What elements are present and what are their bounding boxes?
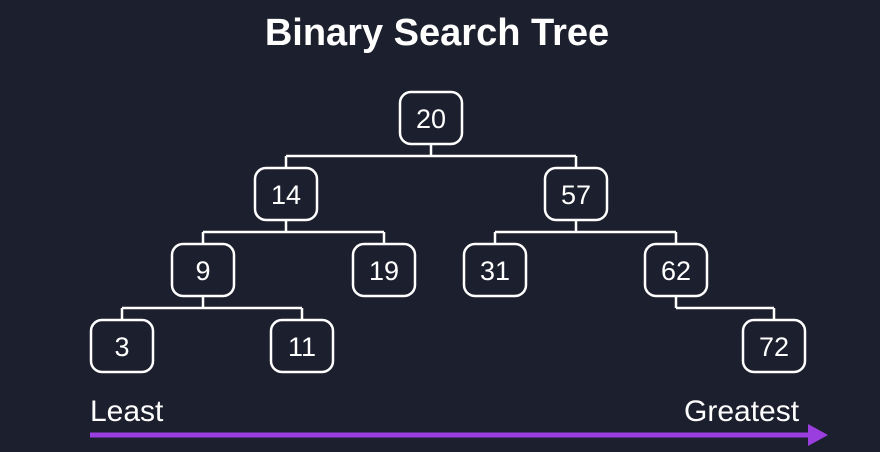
tree-node-label: 20 bbox=[416, 104, 446, 134]
tree-node-3: 3 bbox=[89, 318, 155, 374]
tree-node-box bbox=[741, 318, 807, 374]
tree-node-box bbox=[462, 242, 528, 298]
greatest-label: Greatest bbox=[684, 395, 800, 428]
tree-node-11: 11 bbox=[269, 318, 335, 374]
tree-node-label: 62 bbox=[661, 256, 691, 286]
tree-node-label: 31 bbox=[480, 256, 510, 286]
tree-node-57: 57 bbox=[543, 166, 609, 222]
tree-node-label: 72 bbox=[759, 332, 789, 362]
diagram-title: Binary Search Tree bbox=[264, 12, 610, 54]
tree-node-label: 14 bbox=[271, 180, 301, 210]
tree-node-label: 57 bbox=[561, 180, 591, 210]
tree-node-62: 62 bbox=[643, 242, 709, 298]
tree-node-label: 19 bbox=[369, 256, 399, 286]
tree-node-label: 11 bbox=[288, 332, 316, 362]
scale-arrow-layer bbox=[90, 424, 828, 446]
least-label: Least bbox=[90, 395, 164, 428]
tree-node-box bbox=[543, 166, 609, 222]
tree-node-label: 9 bbox=[195, 256, 210, 286]
tree-node-72: 72 bbox=[741, 318, 807, 374]
tree-node-31: 31 bbox=[462, 242, 528, 298]
tree-node-9: 9 bbox=[170, 242, 236, 298]
tree-node-box bbox=[253, 166, 319, 222]
tree-node-box bbox=[398, 90, 464, 146]
tree-node-box bbox=[351, 242, 417, 298]
arrow-right-icon bbox=[808, 424, 828, 446]
tree-node-box bbox=[170, 242, 236, 298]
tree-node-box bbox=[89, 318, 155, 374]
edges-layer bbox=[120, 144, 776, 320]
tree-node-label: 3 bbox=[114, 332, 129, 362]
nodes-layer: 20 14 57 9 19 31 62 3 11 72 bbox=[89, 90, 807, 374]
tree-node-19: 19 bbox=[351, 242, 417, 298]
tree-node-box bbox=[269, 318, 335, 374]
tree-node-20: 20 bbox=[398, 90, 464, 146]
tree-node-14: 14 bbox=[253, 166, 319, 222]
tree-node-box bbox=[643, 242, 709, 298]
